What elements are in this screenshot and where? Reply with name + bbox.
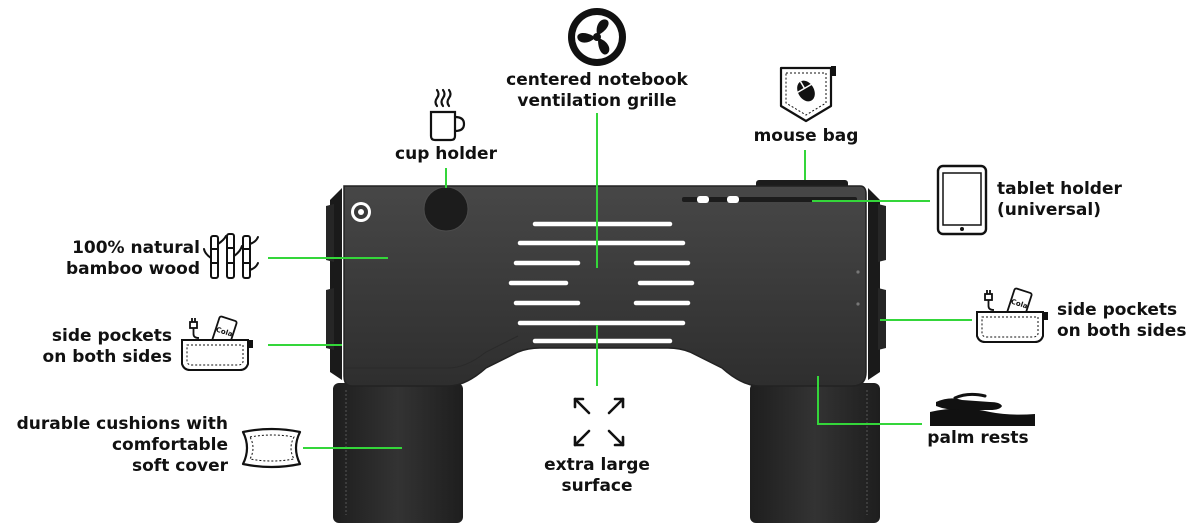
label-side-pockets-right: side pockets on both sides: [1057, 300, 1187, 341]
desk-surface: [343, 185, 867, 387]
label-bamboo: 100% natural bamboo wood: [65, 238, 200, 279]
label-palm-rests: palm rests: [927, 428, 1029, 448]
pillow-icon: [241, 427, 302, 469]
mouse-pocket-icon: [779, 66, 836, 123]
tablet-icon: [936, 164, 988, 236]
cushion-right: [750, 383, 880, 523]
fan-icon: [568, 8, 626, 66]
label-cup-holder: cup holder: [395, 144, 497, 164]
cushion-left: [333, 383, 463, 523]
ventilation-grille: [508, 221, 695, 344]
side-pocket-icon: Cola: [976, 287, 1048, 343]
callout-lines: [268, 113, 972, 449]
brand-badge: [351, 202, 371, 222]
bamboo-icon: [203, 233, 259, 279]
cup-icon: [429, 88, 466, 142]
cup-holder-hole: [424, 187, 468, 231]
label-surface: extra large surface: [544, 455, 650, 496]
side-pocket-right: [868, 188, 886, 380]
palm-rest-icon: [930, 392, 1035, 426]
label-ventilation: centered notebook ventilation grille: [506, 70, 688, 111]
label-tablet-holder: tablet holder (universal): [997, 179, 1122, 220]
label-side-pockets-left: side pockets on both sides: [42, 326, 172, 367]
callout-line-palm: [817, 376, 922, 425]
label-cushions: durable cushions with comfortable soft c…: [16, 414, 228, 476]
side-pocket-left: [326, 188, 342, 380]
label-mouse-bag: mouse bag: [753, 126, 859, 146]
side-pocket-icon: Cola: [181, 315, 253, 371]
expand-arrows-icon: [573, 397, 625, 447]
lap-desk-product: [326, 180, 886, 523]
